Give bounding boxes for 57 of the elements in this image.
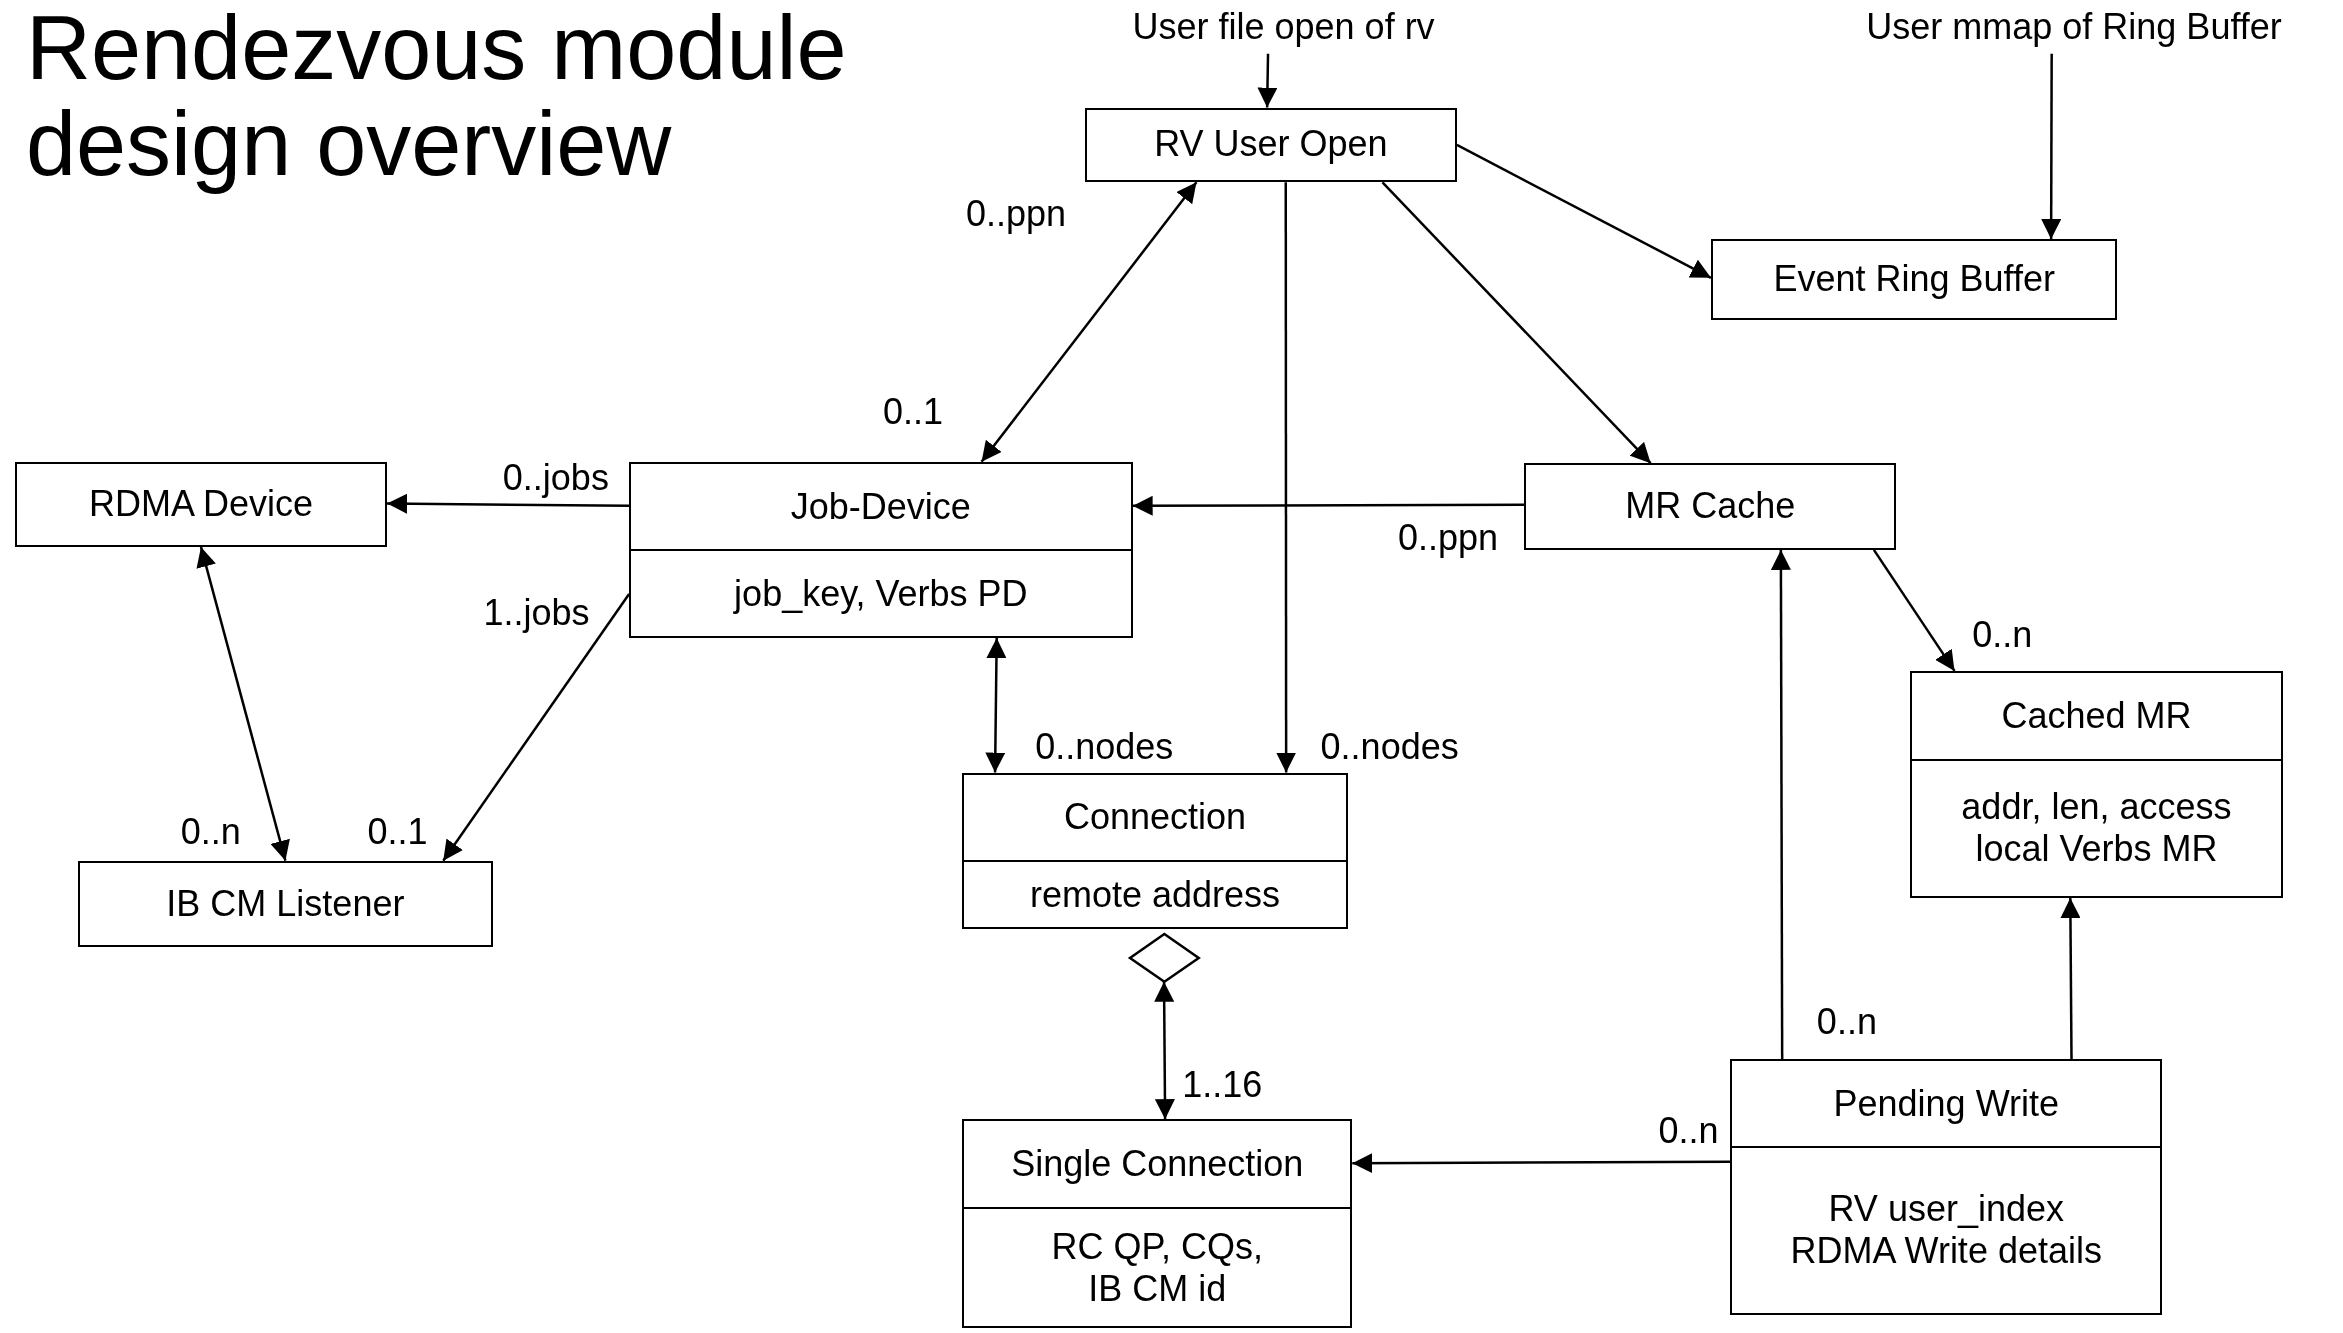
attribute-text: job_key, Verbs PD — [734, 572, 1028, 615]
arrow — [1132, 495, 1525, 516]
arrow — [2041, 53, 2062, 240]
attribute-text: addr, len, access local Verbs MR — [1960, 786, 2233, 871]
entity-box — [14, 461, 387, 547]
arrow — [1154, 981, 1175, 1120]
attribute-text: RC QP, CQs, IB CM id — [1050, 1225, 1264, 1310]
class-box — [962, 772, 1348, 930]
entity-box — [1710, 239, 2118, 320]
annotation-text: User mmap of Ring Buffer — [1866, 5, 2282, 48]
class-name: Single Connection — [1011, 1143, 1304, 1185]
class-name: MR Cache — [1625, 485, 1796, 528]
multiplicity-label: 0..ppn — [966, 195, 1067, 232]
arrow — [442, 593, 631, 862]
class-name: Cached MR — [2001, 694, 2192, 737]
class-name: RV User Open — [1154, 123, 1388, 166]
class-name: Connection — [1064, 796, 1247, 839]
class-name: Event Ring Buffer — [1773, 257, 2055, 300]
multiplicity-label: 0..nodes — [1320, 729, 1459, 766]
arrow — [980, 181, 1198, 463]
arrow — [1381, 181, 1652, 465]
class-name: RDMA Device — [88, 482, 313, 525]
multiplicity-label: 0..ppn — [1397, 519, 1498, 556]
attribute-text: RV user_index RDMA Write details — [1789, 1188, 2103, 1273]
class-name: Job-Device — [790, 485, 971, 528]
class-name: IB CM Listener — [166, 882, 405, 925]
arrow — [1257, 53, 1278, 108]
entity-box — [1524, 463, 1897, 550]
entity-box — [1084, 107, 1457, 183]
class-box — [629, 461, 1133, 639]
class-name: Pending Write — [1833, 1082, 2059, 1125]
multiplicity-label: 0..n — [1972, 617, 2033, 654]
arrow — [985, 638, 1007, 773]
diagram-title: Rendezvous module design overview — [26, 0, 848, 192]
arrow — [1352, 1153, 1731, 1174]
arrow — [387, 493, 630, 514]
arrow — [1456, 143, 1712, 279]
multiplicity-label: 1..jobs — [483, 594, 590, 631]
multiplicity-label: 0..n — [180, 814, 241, 851]
multiplicity-label: 0..n — [1658, 1113, 1719, 1150]
entity-box — [77, 860, 494, 948]
class-box — [1730, 1059, 2163, 1315]
arrow — [1770, 549, 1791, 1060]
multiplicity-label: 0..1 — [367, 814, 428, 851]
arrow — [1276, 182, 1297, 773]
multiplicity-label: 0..nodes — [1035, 729, 1174, 766]
class-box — [962, 1119, 1353, 1329]
multiplicity-label: 0..jobs — [502, 460, 609, 497]
arrow — [2060, 898, 2081, 1060]
multiplicity-label: 0..1 — [882, 394, 943, 431]
annotation-text: User file open of rv — [1132, 5, 1435, 48]
arrow — [196, 546, 290, 861]
attribute-text: remote address — [1030, 873, 1281, 916]
multiplicity-label: 1..16 — [1182, 1066, 1263, 1103]
multiplicity-label: 0..n — [1816, 1004, 1877, 1041]
class-box — [1909, 670, 2284, 899]
arrow — [1872, 549, 1956, 672]
